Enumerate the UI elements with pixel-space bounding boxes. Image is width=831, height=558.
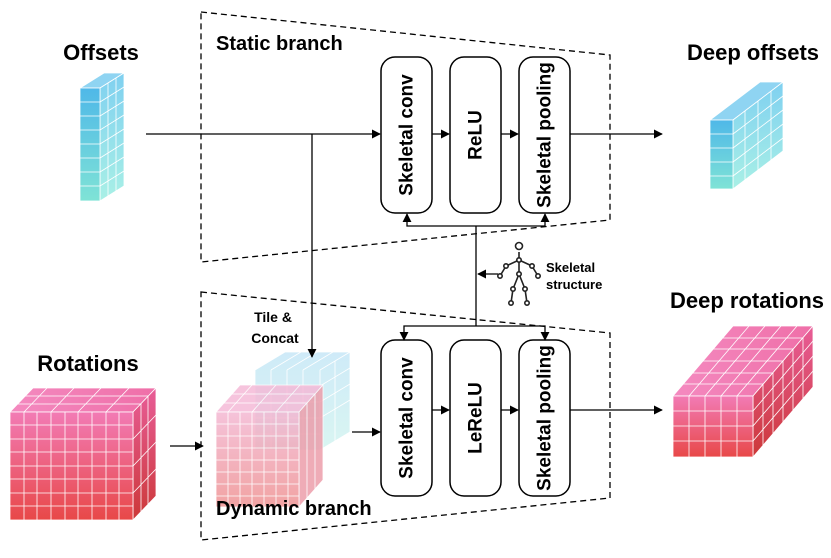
- skeleton-icon: [496, 241, 541, 306]
- deep-rotations-label: Deep rotations: [670, 288, 824, 313]
- static-op-label-2: Skeletal pooling: [535, 62, 556, 208]
- dynamic-op-label-0: Skeletal conv: [397, 357, 418, 479]
- offsets-label: Offsets: [63, 40, 139, 65]
- skeletal-structure-label-1: Skeletal: [546, 260, 595, 275]
- static-op-box-2: Skeletal pooling: [518, 56, 571, 214]
- static-op-label-1: ReLU: [466, 110, 487, 160]
- dynamic-op-label-2: Skeletal pooling: [535, 345, 556, 491]
- static-op-box-0: Skeletal conv: [380, 56, 433, 214]
- feed-dynamic-conv: [399, 325, 476, 341]
- concat-tensor-icon: [215, 351, 351, 509]
- static-op-label-0: Skeletal conv: [397, 74, 418, 196]
- static-branch-label: Static branch: [216, 33, 343, 55]
- deep-offsets-label: Deep offsets: [687, 40, 819, 65]
- connectors: [146, 129, 663, 451]
- tile-concat-label-2: Concat: [251, 330, 299, 346]
- tile-concat-label-1: Tile &: [254, 309, 292, 325]
- skeletal-structure-label-2: structure: [546, 277, 602, 292]
- feed-dynamic-pool: [476, 325, 550, 341]
- dynamic-branch-label: Dynamic branch: [216, 498, 372, 520]
- dynamic-branch-region: [200, 291, 611, 541]
- deep-offsets-tensor-icon: [708, 81, 785, 190]
- dynamic-op-label-1: LeReLU: [466, 382, 487, 454]
- rotations-label: Rotations: [37, 351, 138, 376]
- deep-rotations-tensor-icon: [672, 324, 814, 459]
- offsets-tensor-icon: [78, 72, 126, 202]
- static-branch-region: [200, 11, 611, 263]
- feed-static-conv: [402, 213, 476, 227]
- dynamic-op-box-0: Skeletal conv: [380, 339, 433, 497]
- dynamic-op-box-2: Skeletal pooling: [518, 339, 571, 497]
- dynamic-op-box-1: LeReLU: [449, 339, 502, 497]
- rotations-tensor-icon: [9, 387, 157, 521]
- feed-static-pool: [476, 213, 550, 227]
- static-op-box-1: ReLU: [449, 56, 502, 214]
